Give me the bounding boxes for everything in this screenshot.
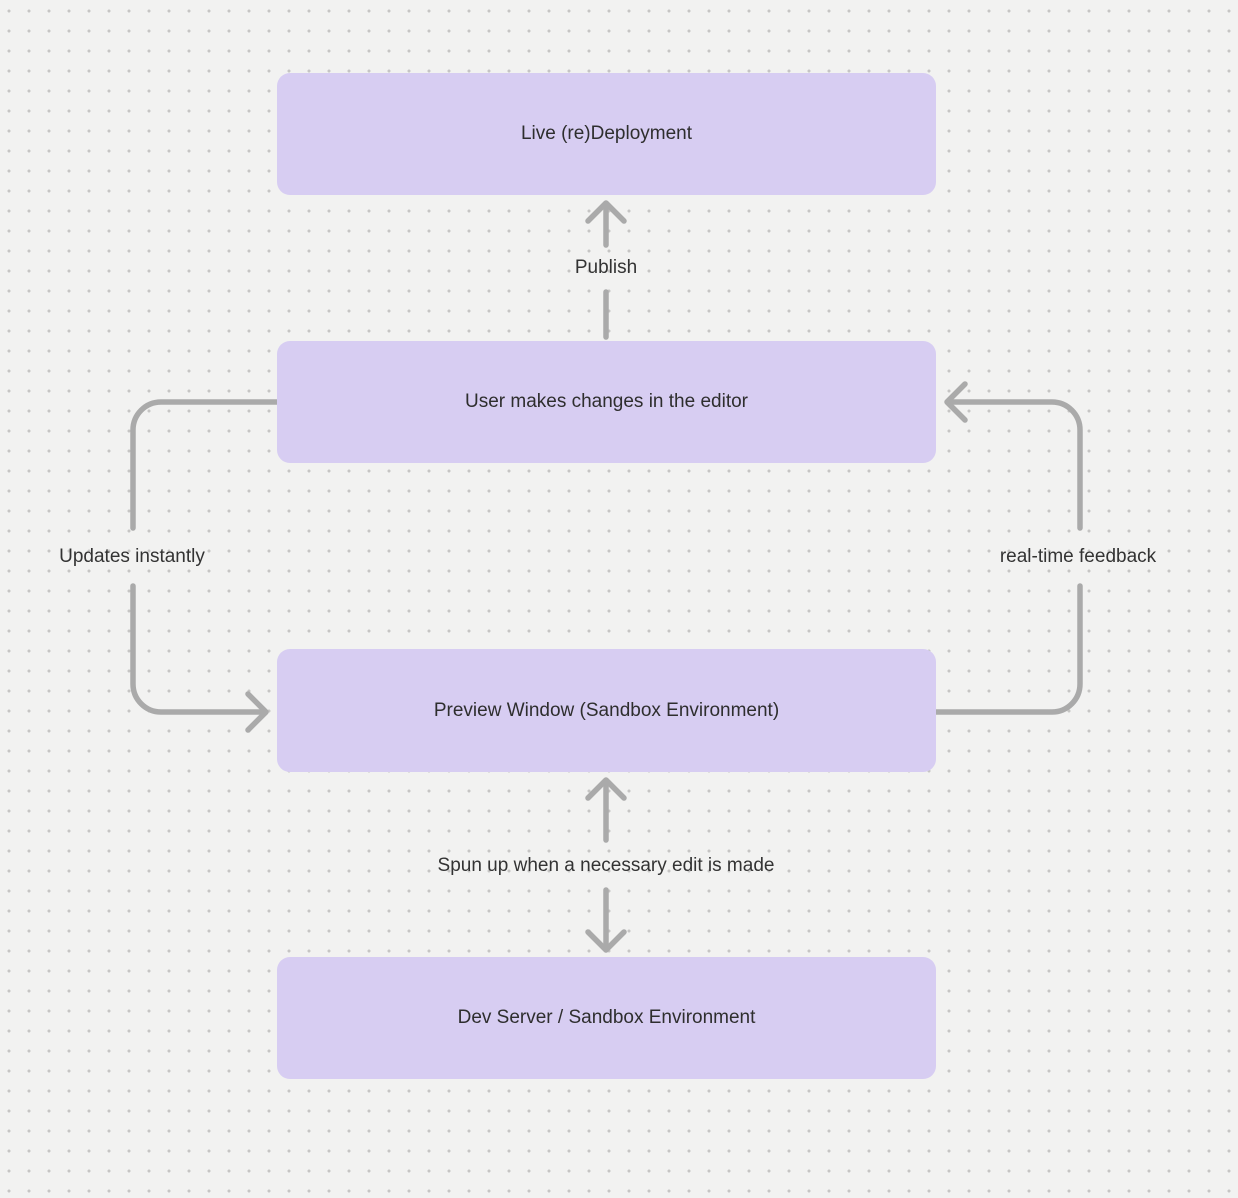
arrow-left-icon [944, 381, 968, 423]
edge-label-spun-up: Spun up when a necessary edit is made [437, 855, 775, 876]
node-label: Dev Server / Sandbox Environment [457, 1007, 756, 1028]
node-dev-server[interactable]: Dev Server / Sandbox Environment [277, 957, 936, 1079]
edge-label-real-time-feedback: real-time feedback [999, 546, 1157, 567]
arrow-right-icon [245, 691, 269, 733]
edge-label-publish: Publish [574, 257, 638, 278]
node-user-editor[interactable]: User makes changes in the editor [277, 341, 936, 463]
edge-label-updates-instantly: Updates instantly [59, 546, 205, 567]
node-preview-window[interactable]: Preview Window (Sandbox Environment) [277, 649, 936, 772]
arrow-down-icon [585, 929, 627, 953]
arrow-up-icon [585, 777, 627, 801]
node-label: Live (re)Deployment [520, 123, 693, 144]
node-label: Preview Window (Sandbox Environment) [433, 699, 780, 721]
arrow-up-icon [585, 200, 627, 224]
node-live-redeployment[interactable]: Live (re)Deployment [277, 73, 936, 195]
node-label: User makes changes in the editor [464, 391, 749, 412]
